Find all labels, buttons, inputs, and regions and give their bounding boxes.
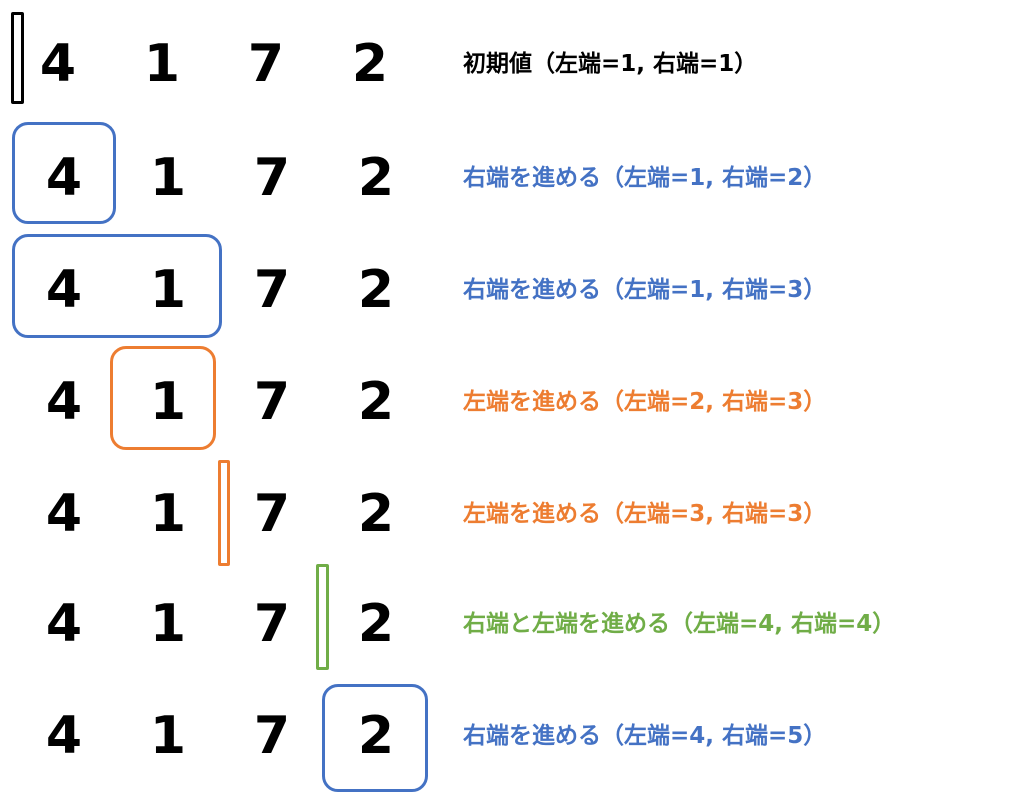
array-value: 2 [357,148,395,208]
step-row-6: 4 1 7 2 右端を進める（左端=4, 右端=5） [0,684,1024,794]
window-marker-box [110,346,216,450]
window-marker-bar [218,460,230,566]
array-value: 1 [149,594,187,654]
step-row-4: 4 1 7 2 左端を進める（左端=3, 右端=3） [0,456,1024,566]
step-row-2: 4 1 7 2 右端を進める（左端=1, 右端=3） [0,232,1024,342]
array-value: 1 [149,148,187,208]
array-value: 4 [39,34,77,94]
array-value: 1 [149,484,187,544]
step-caption: 右端を進める（左端=4, 右端=5） [463,723,827,749]
window-marker-box [12,122,116,224]
array-value: 7 [253,594,291,654]
array-value: 4 [45,484,83,544]
step-caption: 左端を進める（左端=2, 右端=3） [463,389,827,415]
array-value: 7 [253,706,291,766]
array-value: 4 [45,148,83,208]
array-value: 1 [149,706,187,766]
step-caption: 右端を進める（左端=1, 右端=2） [463,165,827,191]
array-value: 1 [149,260,187,320]
array-value: 7 [247,34,285,94]
window-marker-bar [11,12,24,104]
array-value: 7 [253,260,291,320]
array-value: 2 [357,594,395,654]
array-value: 4 [45,594,83,654]
step-row-5: 4 1 7 2 右端と左端を進める（左端=4, 右端=4） [0,564,1024,674]
step-row-1: 4 1 7 2 右端を進める（左端=1, 右端=2） [0,120,1024,230]
array-value: 4 [45,372,83,432]
window-marker-box [12,234,222,338]
array-value: 1 [149,372,187,432]
array-value: 4 [45,706,83,766]
step-row-initial: 4 1 7 2 初期値（左端=1, 右端=1） [0,8,1024,118]
array-value: 7 [253,148,291,208]
step-caption: 右端を進める（左端=1, 右端=3） [463,277,827,303]
array-value: 2 [357,260,395,320]
array-value: 7 [253,372,291,432]
array-value: 2 [357,706,395,766]
array-value: 2 [357,372,395,432]
window-marker-bar [316,564,329,670]
step-caption: 右端と左端を進める（左端=4, 右端=4） [463,611,896,637]
step-row-3: 4 1 7 2 左端を進める（左端=2, 右端=3） [0,344,1024,454]
array-value: 7 [253,484,291,544]
array-value: 4 [45,260,83,320]
window-marker-box [322,684,428,792]
array-value: 2 [357,484,395,544]
array-value: 2 [351,34,389,94]
array-value: 1 [143,34,181,94]
step-caption: 初期値（左端=1, 右端=1） [463,51,758,77]
step-caption: 左端を進める（左端=3, 右端=3） [463,501,827,527]
